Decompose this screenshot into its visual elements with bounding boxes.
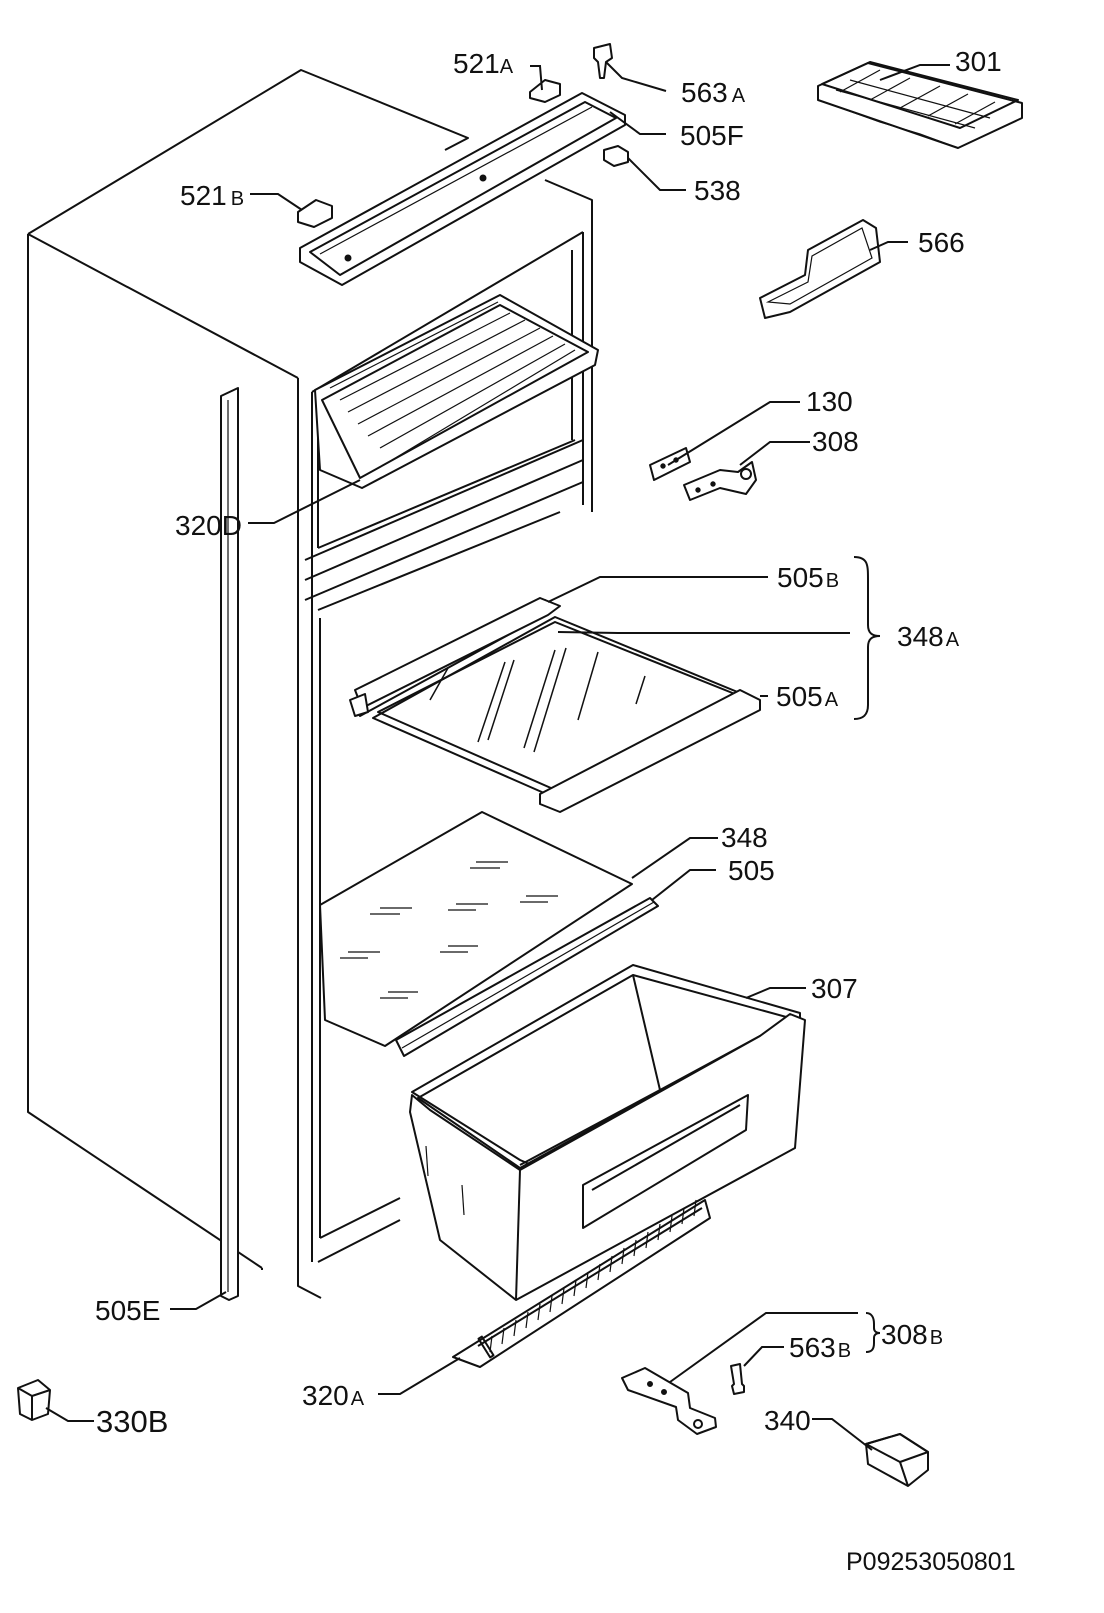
label-505f: 505F	[680, 120, 744, 151]
foot-330b	[17, 1379, 51, 1421]
screw-563b	[730, 1363, 745, 1395]
bracket-brace-308b	[865, 1312, 881, 1353]
freezer-shelf-320d	[314, 294, 599, 489]
pin-563a	[593, 43, 613, 79]
hinge-308	[683, 461, 757, 501]
cap-521a	[529, 79, 561, 103]
fridge-cabinet	[27, 69, 593, 1299]
crisper-drawer-307	[409, 964, 806, 1301]
label-348: 348	[721, 822, 768, 853]
glass-shelf-assembly-348a	[349, 597, 761, 813]
label-301: 301	[955, 46, 1002, 77]
label-521a: 521A	[453, 48, 514, 79]
label-505e: 505E	[95, 1295, 160, 1326]
label-340: 340	[764, 1405, 811, 1436]
grille-slots	[477, 1335, 495, 1359]
bracket-brace-348a	[853, 556, 881, 720]
glass-shelf-348	[319, 811, 633, 1047]
label-320d: 320D	[175, 510, 242, 541]
front-grille-320a	[452, 1199, 711, 1368]
cover-340	[865, 1433, 929, 1487]
label-538: 538	[694, 175, 741, 206]
drawing-code: P09253050801	[846, 1548, 1016, 1576]
cap-521b	[297, 199, 333, 228]
label-505: 505	[728, 855, 775, 886]
door-seal-strip-505e	[220, 387, 239, 1301]
label-307: 307	[811, 973, 858, 1004]
top-hinge-bar-505f	[299, 92, 626, 286]
ice-scraper-566	[759, 219, 881, 319]
label-330b: 330B	[96, 1404, 168, 1439]
label-130: 130	[806, 386, 853, 417]
label-308: 308	[812, 426, 859, 457]
shelf-trim-505	[395, 897, 659, 1057]
ice-cube-tray-301	[817, 61, 1023, 149]
leader-lines	[45, 61, 950, 1451]
bottom-hinge-308b	[621, 1367, 717, 1435]
label-566: 566	[918, 227, 965, 258]
bracket-538	[603, 145, 629, 167]
